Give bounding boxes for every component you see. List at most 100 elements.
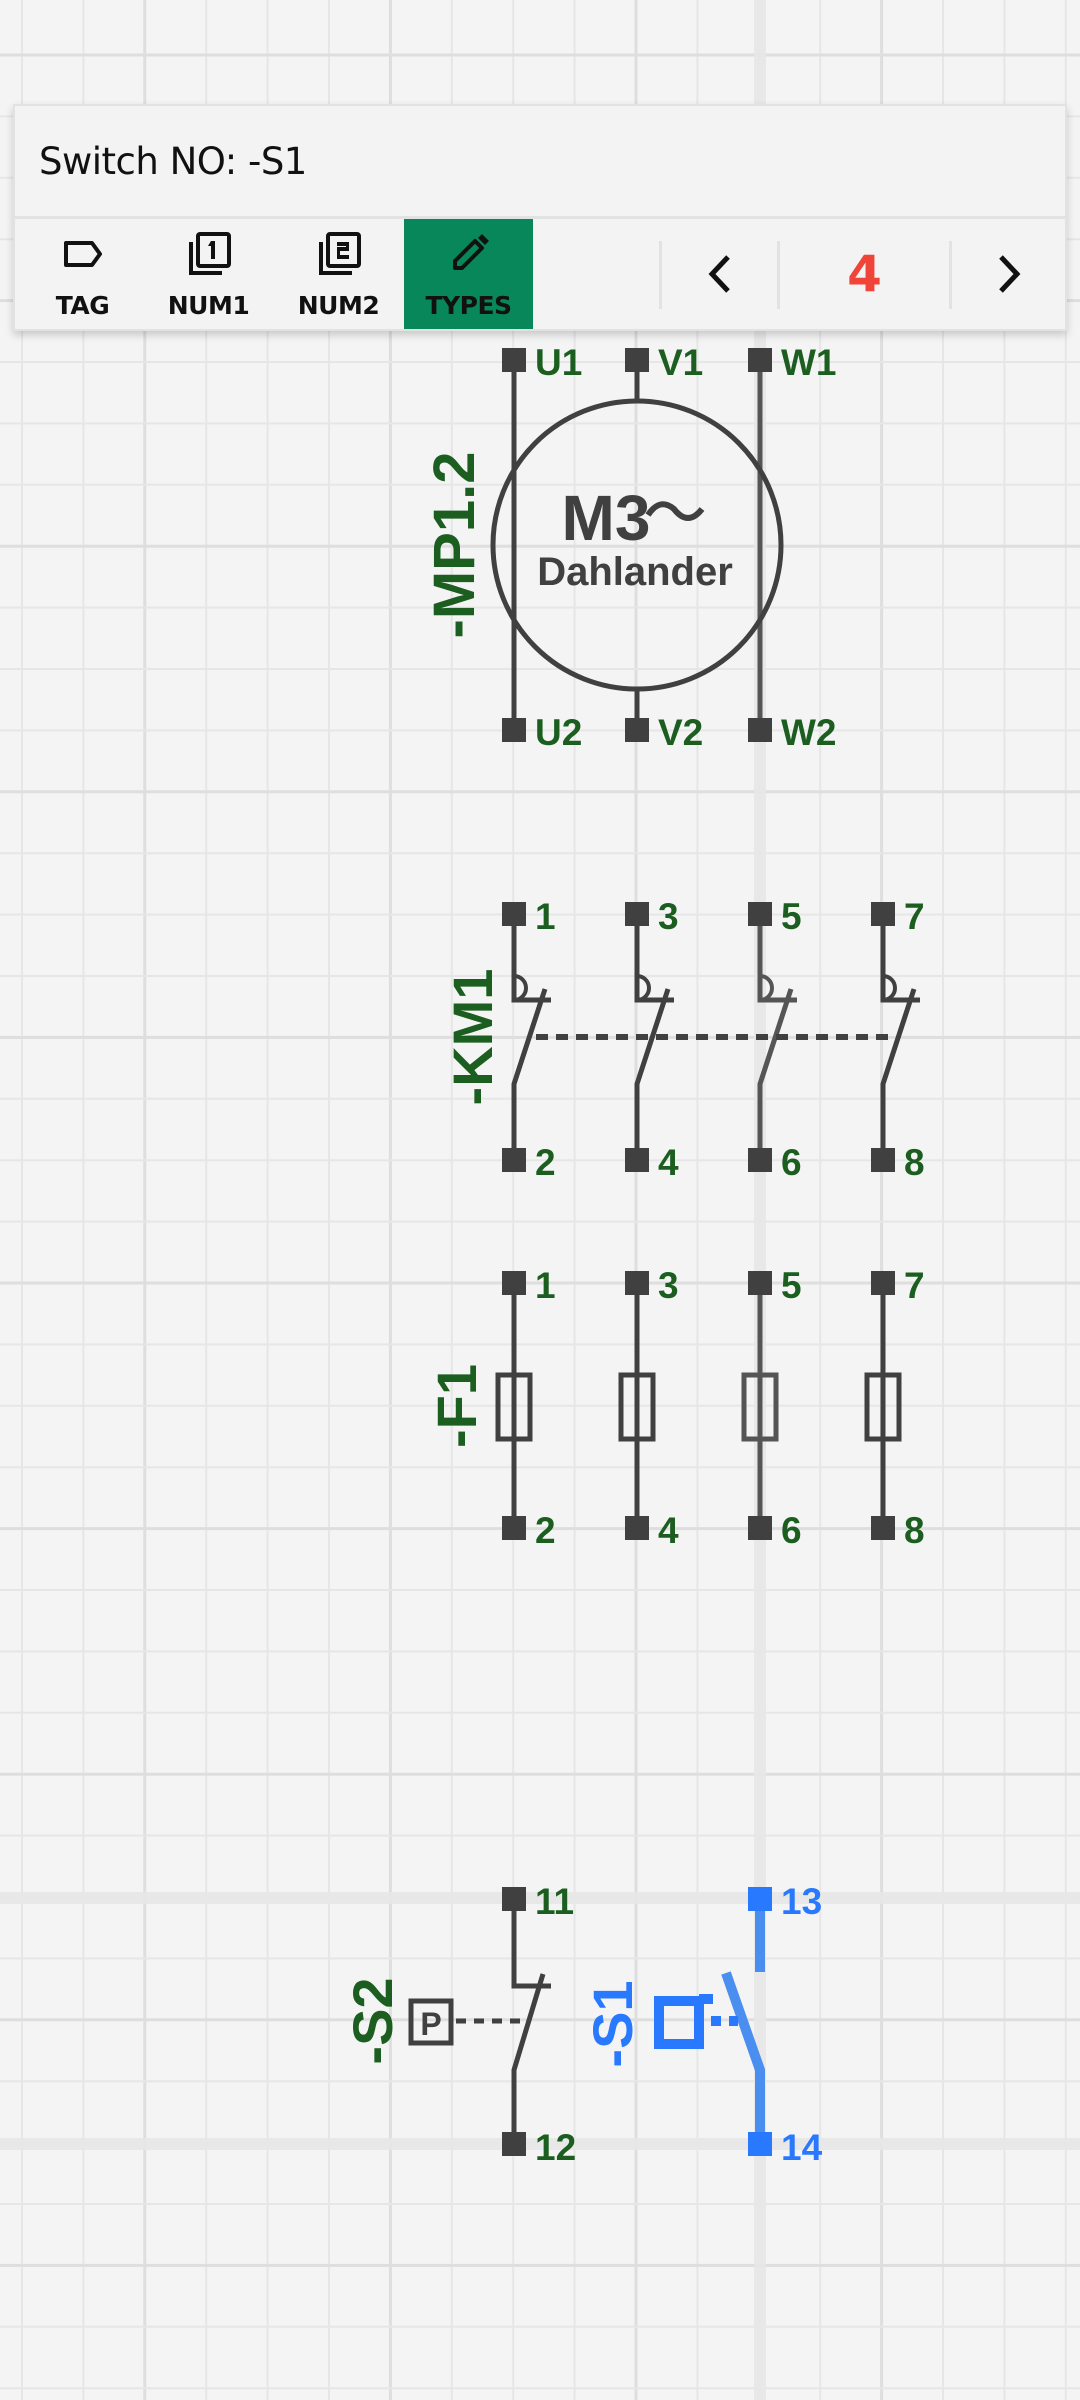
page-indicator: 4	[780, 219, 949, 329]
s1-contact-blade	[721, 1971, 765, 2145]
terminal[interactable]	[502, 2132, 526, 2156]
chevron-left-icon	[708, 255, 730, 293]
terminal[interactable]	[625, 1271, 649, 1295]
motor-tag[interactable]: -MP1.2	[422, 452, 487, 639]
types-button-label: TYPES	[425, 291, 512, 320]
terminal[interactable]	[502, 1271, 526, 1295]
num1-button-label: NUM1	[167, 291, 250, 320]
terminal[interactable]	[625, 1516, 649, 1540]
terminal-label: 13	[781, 1881, 822, 1922]
switch-s1-tag[interactable]: -S1	[581, 1980, 644, 2067]
element-properties-panel: Switch NO: -S1 TAG NUM1 NUM2	[13, 104, 1067, 331]
previous-page-button[interactable]	[662, 219, 778, 329]
motor-description: Dahlander	[537, 550, 733, 594]
chevron-right-icon	[998, 255, 1020, 293]
terminal-label: 1	[535, 1265, 556, 1306]
fuse-body	[618, 1372, 656, 1442]
motor-terminals	[502, 348, 772, 742]
contact-blade	[757, 988, 794, 1160]
terminal-label: 7	[904, 1265, 925, 1306]
pencil-icon	[452, 234, 489, 270]
s2-contact-blade	[511, 1973, 546, 2145]
terminal-label: U2	[535, 712, 582, 753]
contact-blade	[634, 988, 671, 1160]
terminal-label: W1	[781, 342, 837, 383]
terminal-label: 8	[904, 1142, 925, 1183]
terminal[interactable]	[748, 718, 772, 742]
tag-button-label: TAG	[55, 291, 110, 320]
terminal[interactable]	[625, 902, 649, 926]
terminal-label: 1	[535, 896, 556, 937]
s2-actuator-box	[408, 1998, 454, 2046]
terminal[interactable]	[871, 1271, 895, 1295]
fuse-body	[864, 1372, 902, 1442]
terminal-label: 6	[781, 1510, 802, 1551]
terminal-label: 7	[904, 896, 925, 937]
next-page-button[interactable]	[952, 219, 1065, 329]
terminal[interactable]	[748, 1271, 772, 1295]
panel-toolbar: TAG NUM1 NUM2 TYPES	[15, 219, 1065, 329]
contact-blade	[880, 988, 917, 1160]
terminal[interactable]	[625, 718, 649, 742]
terminal[interactable]	[625, 1148, 649, 1172]
terminal[interactable]	[748, 1148, 772, 1172]
tag-button[interactable]: TAG	[18, 219, 147, 329]
terminal[interactable]	[748, 1516, 772, 1540]
terminal-label: 3	[658, 1265, 679, 1306]
motor-type-label: M3	[562, 482, 651, 554]
fuse-body	[741, 1372, 779, 1442]
types-button[interactable]: TYPES	[404, 219, 533, 329]
num2-button[interactable]: NUM2	[274, 219, 403, 329]
fuse-tag[interactable]: -F1	[425, 1364, 488, 1448]
terminal[interactable]	[871, 902, 895, 926]
filter-2-icon	[318, 232, 361, 275]
terminal[interactable]	[502, 348, 526, 372]
arc-quench-icon	[513, 974, 528, 1002]
terminal-label: 6	[781, 1142, 802, 1183]
arc-quench-icon	[759, 974, 774, 1002]
arc-quench-icon	[636, 974, 651, 1002]
switch-s1-selected[interactable]	[654, 1887, 772, 2156]
terminal-label: 8	[904, 1510, 925, 1551]
terminal[interactable]	[502, 1887, 526, 1911]
contact-blade	[511, 988, 548, 1160]
panel-title-bar: Switch NO: -S1	[15, 106, 1065, 219]
switch-s2-tag[interactable]: -S2	[341, 1977, 404, 2064]
terminal-label: 11	[535, 1881, 574, 1922]
terminal[interactable]	[502, 718, 526, 742]
terminal-label: 14	[781, 2127, 823, 2168]
terminal-label: W2	[781, 712, 837, 753]
guide-band-horizontal	[0, 2138, 1080, 2150]
terminal-label: 5	[781, 896, 802, 937]
terminal[interactable]	[748, 902, 772, 926]
terminal[interactable]	[748, 348, 772, 372]
terminal-label: U1	[535, 342, 582, 383]
terminal-label: V2	[658, 712, 703, 753]
toolbar-divider	[659, 241, 662, 309]
terminal-label: V1	[658, 342, 703, 383]
terminal[interactable]	[625, 348, 649, 372]
terminal[interactable]	[871, 1516, 895, 1540]
terminal-label: 3	[658, 896, 679, 937]
ac-tilde-icon	[645, 501, 705, 521]
terminal[interactable]	[871, 1148, 895, 1172]
selected-element-title: Switch NO: -S1	[39, 140, 307, 183]
switch-s2[interactable]: P	[408, 1887, 551, 2156]
guide-band-vertical	[754, 0, 766, 2400]
terminal[interactable]	[748, 2132, 772, 2156]
num1-button[interactable]: NUM1	[144, 219, 273, 329]
arc-quench-icon	[882, 974, 897, 1002]
terminal-label: 5	[781, 1265, 802, 1306]
s1-actuator-box	[654, 1996, 704, 2049]
terminal[interactable]	[502, 902, 526, 926]
terminal[interactable]	[748, 1887, 772, 1911]
page-number: 4	[847, 245, 882, 303]
terminal[interactable]	[502, 1148, 526, 1172]
terminal-label: 2	[535, 1142, 556, 1183]
terminal[interactable]	[502, 1516, 526, 1540]
contactor-tag[interactable]: -KM1	[441, 969, 504, 1106]
toolbar-divider	[949, 241, 952, 309]
